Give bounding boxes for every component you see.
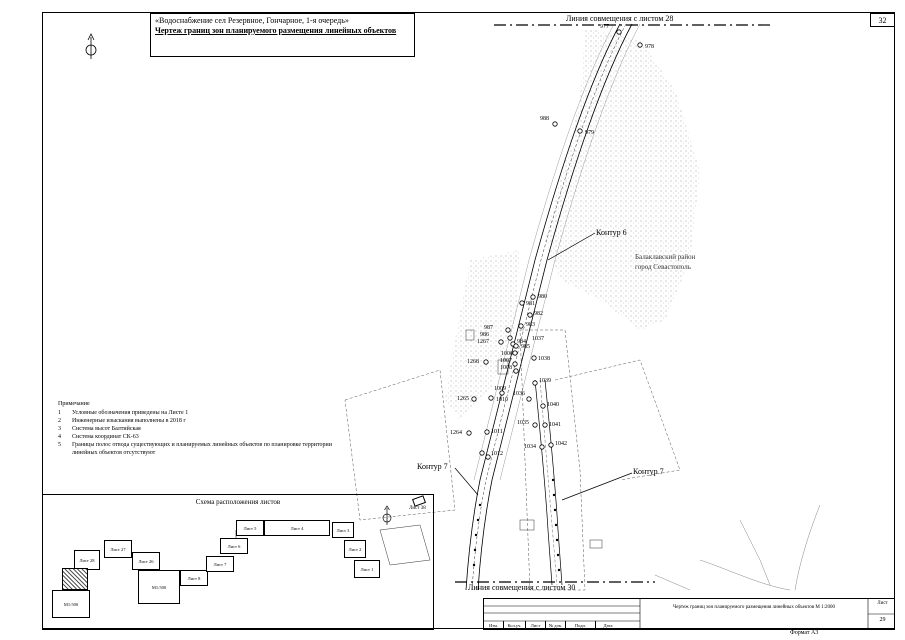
- buildings: [379, 329, 603, 566]
- point-label: 1011: [491, 429, 503, 435]
- streams: [654, 504, 821, 591]
- lot-boundaries: [344, 329, 681, 591]
- point-label: 979: [585, 130, 594, 136]
- scheme-sheet: Лист 28: [74, 550, 100, 570]
- point-label: 1037: [532, 336, 544, 342]
- north-arrow-icon: [85, 33, 97, 59]
- scheme-sheet: Лист 4: [264, 520, 330, 536]
- point-label: 1267: [477, 339, 489, 345]
- scheme-sheet: Лист 2: [344, 540, 366, 558]
- paper-format: Формат А3: [790, 630, 819, 636]
- scheme-sheet: Лист 6: [220, 538, 248, 554]
- stamp-col: Кол.уч.: [503, 621, 525, 630]
- sheet-scheme-box: [42, 494, 434, 630]
- stamp-col: Подп.: [565, 621, 595, 630]
- scheme-sheet: Лист 26: [132, 552, 160, 570]
- drawing-frame: [42, 12, 895, 629]
- point-label: 988: [540, 116, 549, 122]
- point-label: 1035: [517, 420, 529, 426]
- title-line-1: «Водоснабжение сел Резервное, Гончарное,…: [155, 16, 349, 25]
- point-label: 1009: [494, 386, 506, 392]
- stamp-grid: [483, 598, 895, 630]
- terrain-slope-left: [445, 250, 520, 420]
- stamp-sheet-label: Лист: [877, 601, 888, 606]
- point-label: 1008: [500, 365, 512, 371]
- scheme-sheet: Лист 8: [180, 570, 208, 586]
- stamp-col: Лист: [525, 621, 545, 630]
- point-label: 985: [521, 344, 530, 350]
- stamp-col: Дата: [595, 621, 620, 630]
- title-block: «Водоснабжение сел Резервное, Гончарное,…: [150, 13, 415, 57]
- title-line-2: Чертеж границ зон планируемого размещени…: [155, 26, 397, 35]
- contour-6-label: Контур 6: [596, 228, 627, 237]
- point-label: 1040: [547, 402, 559, 408]
- sheet-scheme-title: Схема расположения листов: [195, 498, 281, 506]
- stamp-col: № док.: [545, 621, 565, 630]
- contour-6-leader: [547, 232, 596, 261]
- point-label: 1042: [555, 441, 567, 447]
- point-label: 1264: [450, 430, 462, 436]
- scheme-sheet: Лист 1: [354, 560, 380, 578]
- point-label: 1041: [549, 422, 561, 428]
- point-label: 986: [480, 332, 489, 338]
- point-label: 984: [517, 339, 526, 345]
- contour-7-right-label: Контур 7: [633, 467, 664, 476]
- corridor-markers: [472, 478, 561, 572]
- scheme-sheet: Лист 7: [206, 556, 234, 572]
- stamp-block: [483, 598, 895, 630]
- point-label: 1268: [467, 359, 479, 365]
- district-line-1: Балаклавский район: [635, 253, 696, 261]
- point-label: 980: [538, 294, 547, 300]
- scheme-sheet: Лист 3: [332, 522, 354, 538]
- point-label: 981: [526, 301, 535, 307]
- point-label: 1039: [539, 378, 551, 384]
- stamp-sheet-number: 29: [879, 617, 886, 623]
- survey-points: [466, 29, 643, 460]
- point-label: 1036: [513, 391, 525, 397]
- scheme-sheet: М1:500: [138, 570, 180, 604]
- point-label: 1038: [538, 356, 550, 362]
- right-corridor: [534, 379, 563, 586]
- district-label: Балаклавский район город Севастополь: [635, 252, 695, 272]
- point-label: 982: [534, 311, 543, 317]
- point-label: 1010: [496, 397, 508, 403]
- contour-7-left-leader: [454, 467, 479, 496]
- stamp-description: Чертеж границ зон планируемого размещени…: [672, 605, 835, 610]
- contour-7-left-label: Контур 7: [417, 462, 448, 471]
- point-label: 987: [484, 325, 493, 331]
- point-label: 983: [526, 322, 535, 328]
- scheme-sheet: Лист 5: [236, 520, 264, 536]
- scheme-sheet: Лист 27: [104, 540, 132, 558]
- terrain-slope: [545, 28, 700, 330]
- north-arrow-icon-scheme: [382, 505, 392, 525]
- point-label: 1034: [524, 444, 536, 450]
- district-line-2: город Севастополь: [635, 263, 691, 271]
- point-label: 1012: [491, 451, 503, 457]
- point-label: 1265: [457, 396, 469, 402]
- contour-7-right-leader: [561, 472, 633, 501]
- scheme-overlay-label: Лист 38: [409, 506, 426, 511]
- match-line-top-label: Линия совмещения с листом 28: [566, 14, 674, 23]
- point-label: 977: [600, 24, 609, 30]
- road-corridor: [465, 23, 641, 591]
- point-label: 1007: [500, 358, 512, 364]
- stamp-col: Изм.: [483, 621, 503, 630]
- notes-title: Примечание: [58, 401, 90, 407]
- scheme-sheet: М1:500: [52, 590, 90, 618]
- point-label: 978: [645, 44, 654, 50]
- point-label: 1006: [501, 351, 513, 357]
- scheme-hatched-area: [62, 568, 88, 590]
- match-line-bottom-label: Линия совмещения с листом 30: [468, 583, 576, 592]
- sheet-number: 32: [870, 13, 895, 27]
- stamp-columns: Изм. Кол.уч. Лист № док. Подп. Дата: [483, 621, 620, 630]
